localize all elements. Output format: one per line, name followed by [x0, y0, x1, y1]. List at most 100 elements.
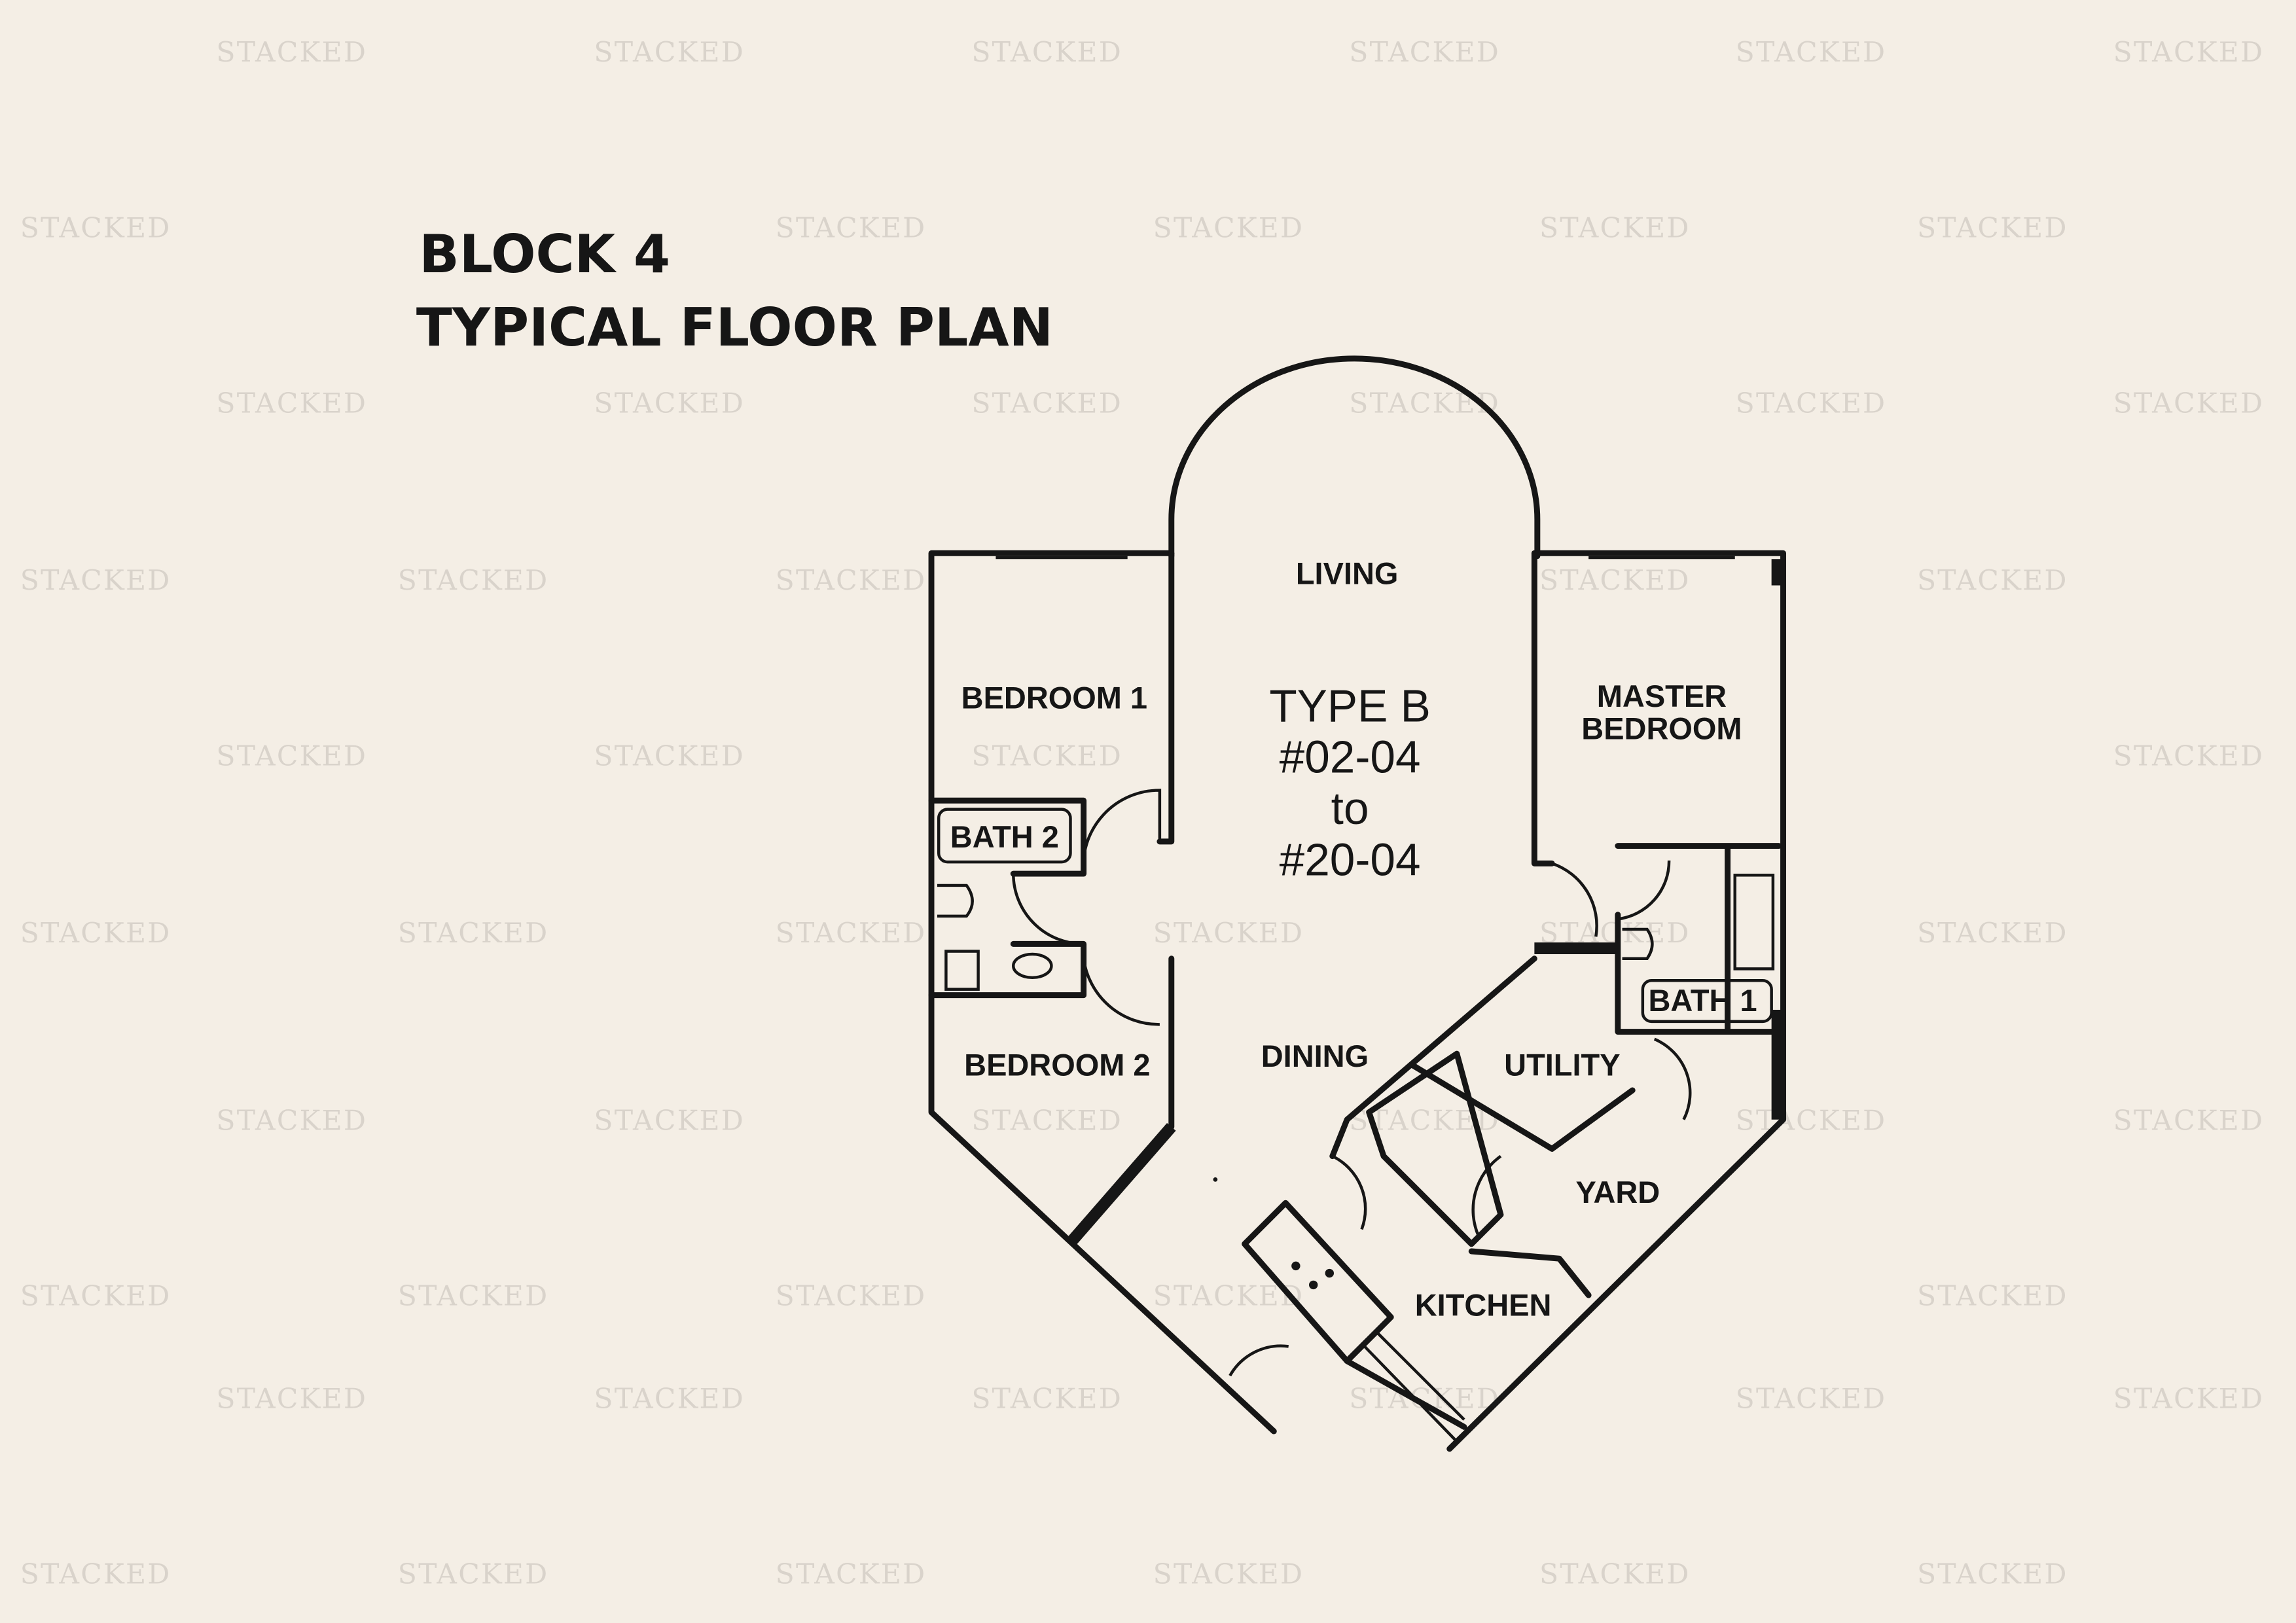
toilet-2 [937, 883, 974, 918]
watermark-text: STACKED [1736, 37, 1887, 69]
room-label-bedroom1: BEDROOM 1 [961, 680, 1147, 715]
watermark-text: STACKED [776, 918, 927, 950]
unit-range-to-word: to [1331, 783, 1369, 834]
watermark-text: STACKED [1153, 1559, 1304, 1591]
watermark-text: STACKED [1349, 1383, 1500, 1415]
sink [1012, 952, 1053, 980]
watermark-text: STACKED [1539, 565, 1691, 597]
watermark-text: STACKED [776, 565, 927, 597]
room-label-kitchen: KITCHEN [1415, 1287, 1552, 1322]
watermark-grid: STACKED STACKED STACKED STACKED STACKED STACK… [20, 37, 2265, 1591]
room-label-yard: YARD [1575, 1175, 1660, 1209]
bathtub-1 [1641, 979, 1773, 1024]
watermark-text: STACKED [1539, 212, 1691, 244]
watermark-text: STACKED [1349, 37, 1500, 69]
watermark-text: STACKED [2113, 37, 2265, 69]
watermark-text: STACKED [216, 1105, 367, 1137]
watermark-text: STACKED [594, 741, 745, 773]
watermark-text: STACKED [971, 1383, 1122, 1415]
watermark-text: STACKED [594, 37, 745, 69]
watermark-text: STACKED [1736, 1383, 1887, 1415]
bath2-walls [928, 797, 1087, 999]
watermark-text: STACKED [20, 212, 171, 244]
room-label-dining: DINING [1261, 1039, 1369, 1073]
watermark-text: STACKED [216, 388, 367, 420]
bedroom2-window-wall [1067, 1123, 1176, 1245]
kitchen-window [1360, 1330, 1465, 1443]
left-outer-wall [928, 550, 1277, 1435]
watermark-text: STACKED [2113, 1383, 2265, 1415]
watermark-text: STACKED [398, 565, 549, 597]
watermark-text: STACKED [1153, 212, 1304, 244]
watermark-text: STACKED [1917, 212, 2068, 244]
kitchen-walls [1344, 1248, 1592, 1430]
watermark-text: STACKED [216, 741, 367, 773]
watermark-text: STACKED [594, 1383, 745, 1415]
room-label-bath2: BATH 2 [950, 819, 1059, 854]
bedroom1-wall [1157, 550, 1175, 845]
watermark-text: STACKED [1153, 918, 1304, 950]
plan-title: TYPICAL FLOOR PLAN [416, 296, 1053, 358]
room-label-master-2: BEDROOM [1581, 711, 1742, 745]
right-outer-wall [1446, 550, 1787, 1452]
watermark-text: STACKED [20, 1559, 171, 1591]
door-swings [1229, 1037, 1692, 1377]
unit-range-to: #20-04 [1280, 834, 1421, 885]
bath1-walls [1615, 843, 1782, 1035]
watermark-text: STACKED [398, 1559, 549, 1591]
watermark-text: STACKED [2113, 741, 2265, 773]
hob-burner [1291, 1261, 1300, 1271]
watermark-text: STACKED [398, 1281, 549, 1313]
basin [944, 950, 980, 991]
watermark-text: STACKED [1349, 388, 1500, 420]
block-title: BLOCK 4 [419, 223, 670, 285]
watermark-text: STACKED [971, 37, 1122, 69]
utility-wall [1410, 1062, 1636, 1152]
watermark-text: STACKED [1539, 1559, 1691, 1591]
door-swings-left [1012, 789, 1162, 1026]
watermark-text: STACKED [20, 1281, 171, 1313]
bedroom2-wall [1073, 955, 1175, 1240]
watermark-text: STACKED [594, 388, 745, 420]
kitchen-counter [1242, 1200, 1394, 1364]
watermark-text: STACKED [971, 741, 1122, 773]
watermark-text: STACKED [1917, 1281, 2068, 1313]
dining-kitchen-wall [1329, 955, 1537, 1160]
watermark-text: STACKED [2113, 388, 2265, 420]
hob-burner [1308, 1280, 1318, 1290]
watermark-text: STACKED [594, 1105, 745, 1137]
watermark-text: STACKED [971, 1105, 1122, 1137]
watermark-text: STACKED [398, 918, 549, 950]
toilet-1 [1622, 927, 1654, 960]
watermark-text: STACKED [216, 37, 367, 69]
watermark-text: STACKED [971, 388, 1122, 420]
room-label-bath1: BATH 1 [1648, 983, 1757, 1018]
living-bay-wall [1168, 355, 1541, 560]
room-label-living: LIVING [1296, 556, 1399, 590]
watermark-text: STACKED [216, 1383, 367, 1415]
watermark-text: STACKED [1917, 565, 2068, 597]
utility-fixtures [1366, 1050, 1504, 1247]
bath1-door-swing [1617, 860, 1671, 921]
vanity [1733, 874, 1775, 971]
watermark-text: STACKED [776, 212, 927, 244]
unit-type: TYPE B [1269, 680, 1431, 731]
watermark-text: STACKED [776, 1281, 927, 1313]
watermark-text: STACKED [1917, 1559, 2068, 1591]
hob-burner [1325, 1268, 1335, 1278]
room-label-master-1: MASTER [1597, 679, 1727, 713]
room-label-bedroom2: BEDROOM 2 [964, 1048, 1150, 1082]
watermark-text: STACKED [20, 918, 171, 950]
master-wall [1531, 550, 1555, 866]
unit-range-from: #02-04 [1280, 732, 1421, 783]
bathtub-2 [937, 808, 1072, 864]
watermark-text: STACKED [776, 1559, 927, 1591]
master-door-swing [1551, 862, 1598, 937]
watermark-text: STACKED [1736, 388, 1887, 420]
watermark-text: STACKED [2113, 1105, 2265, 1137]
watermark-text: STACKED [1736, 1105, 1887, 1137]
dot [1213, 1177, 1218, 1182]
watermark-text: STACKED [1917, 918, 2068, 950]
room-label-utility: UTILITY [1504, 1048, 1620, 1082]
